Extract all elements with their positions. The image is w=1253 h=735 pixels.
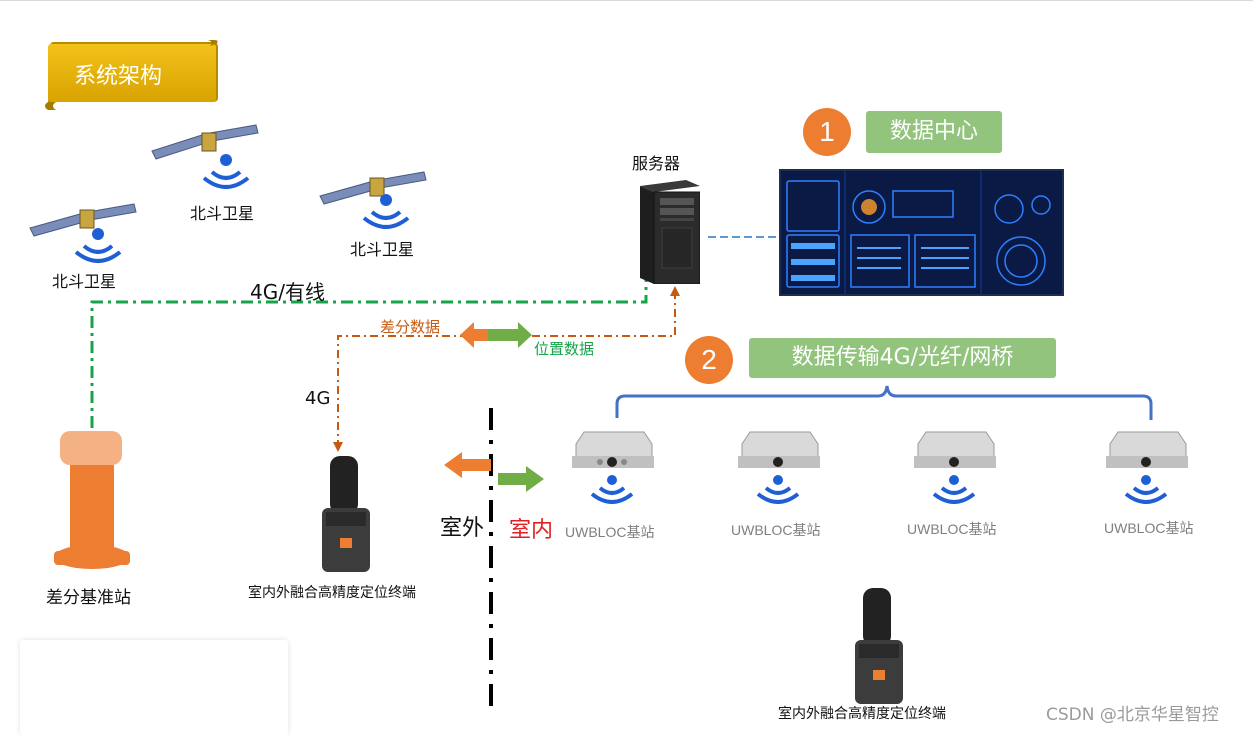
wifi-signal-icon [362,194,410,229]
base-station-device-icon [738,431,820,504]
satellite-label: 北斗卫星 [350,240,415,259]
dashboard-screen [781,171,1062,294]
position-data-label: 位置数据 [534,340,595,358]
transmission-badge: 2 [685,336,733,384]
reference-station-label: 差分基准站 [46,588,131,608]
blank-card [20,640,288,735]
wired-4g-label: 4G/有线 [250,280,325,304]
outdoor-label: 室外 [440,516,485,541]
indoor-label: 室内 [509,518,554,543]
base-station-device-icon [1106,431,1188,504]
watermark: CSDN @北京华星智控 [1046,705,1219,725]
base-station-bracket [615,385,1153,420]
transmission-pill: 数据传输4G/光纤/网桥 [749,338,1056,378]
banner-title: 系统架构 [74,64,163,89]
server-label: 服务器 [632,154,681,173]
satellite-label: 北斗卫星 [52,272,117,291]
base-station-device-icon [914,431,996,504]
base-station-label: UWBLOC基站 [731,522,821,538]
wired-4g-line [90,272,648,428]
diff-data-label: 差分数据 [380,318,441,336]
base-station-label: UWBLOC基站 [1104,520,1194,536]
fourg-label: 4G [305,388,331,409]
satellite-label: 北斗卫星 [190,204,255,223]
wifi-signal-icon [74,228,122,263]
diff-up-arrowhead [670,286,680,296]
base-station-label: UWBLOC基站 [907,521,997,537]
server-icon [640,180,700,284]
title-banner [45,40,218,110]
satellite-3 [319,171,427,205]
satellite-1 [151,124,259,160]
diff-data-line [337,292,676,448]
reference-station-icon [54,431,130,569]
wifi-signal-icon [202,154,250,189]
top-divider [0,0,1253,1]
outdoor-arrow [444,452,491,478]
base-station-label: UWBLOC基站 [565,524,655,540]
position-arrow-right [488,322,532,348]
indoor-arrow [498,466,544,492]
base-station-device-icon [572,431,654,504]
data-center-pill: 数据中心 [866,111,1002,153]
diff-arrow-left [460,322,492,348]
terminal-device-icon [322,456,370,572]
terminal-label: 室内外融合高精度定位终端 [248,585,416,601]
terminal-label: 室内外融合高精度定位终端 [778,706,946,722]
data-center-badge: 1 [803,108,851,156]
terminal-device-icon [855,588,903,704]
diff-down-arrowhead [333,442,343,452]
satellite-2 [29,203,137,237]
